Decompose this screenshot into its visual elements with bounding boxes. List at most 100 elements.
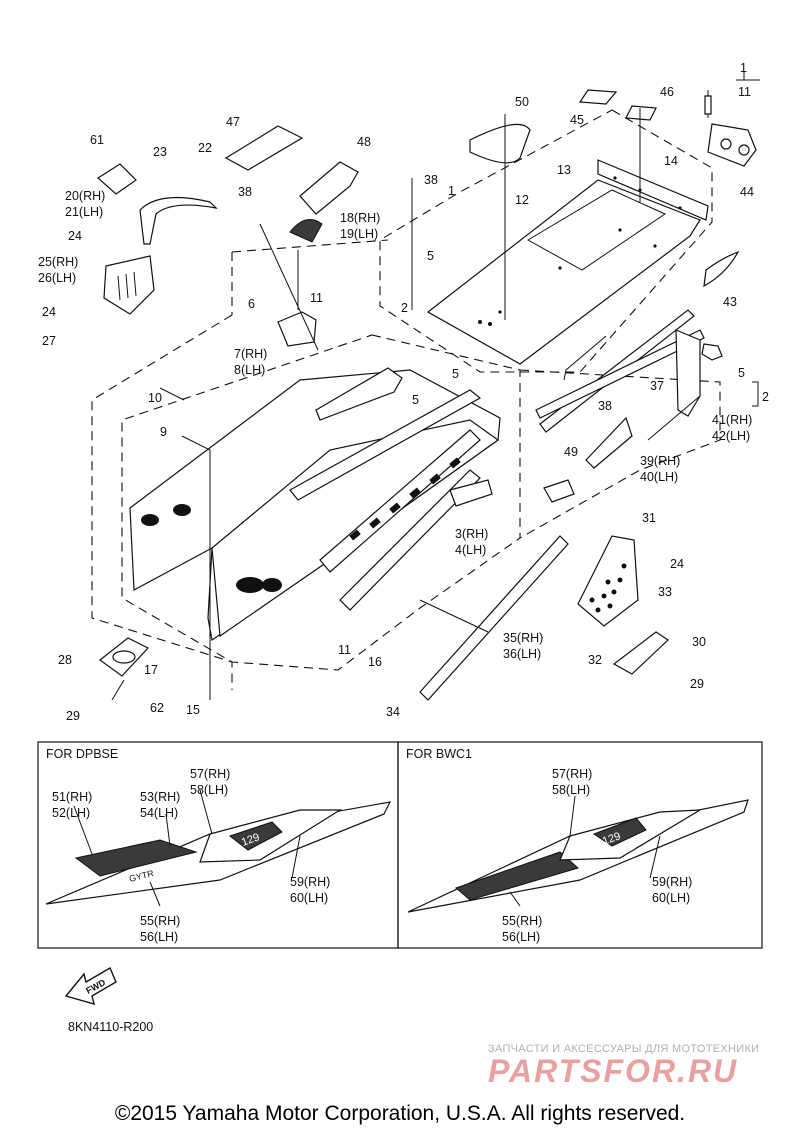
callout-labels: 1 11 44 46 45 50 47 48 61 23 22 20(RH) 2… <box>38 61 769 723</box>
callout: 13 <box>557 163 571 177</box>
grommet-28 <box>99 637 149 677</box>
callout: 19(LH) <box>340 227 378 241</box>
callout: 5 <box>452 367 459 381</box>
callout: 39(RH) <box>640 454 680 468</box>
callout: 17 <box>144 663 158 677</box>
callout: 53(RH) <box>140 790 180 804</box>
callout: 31 <box>642 511 656 525</box>
callout: 20(RH) <box>65 189 105 203</box>
callout: 56(LH) <box>140 930 178 944</box>
bracket-7-8 <box>277 311 317 347</box>
hood-18-19 <box>289 219 323 243</box>
callout: 7(RH) <box>234 347 267 361</box>
callout: 2 <box>762 390 769 404</box>
callout: 22 <box>198 141 212 155</box>
callout: 27 <box>42 334 56 348</box>
callout: 50 <box>515 95 529 109</box>
block-49 <box>543 479 575 503</box>
callout: 26(LH) <box>38 271 76 285</box>
callout: 52(LH) <box>52 806 90 820</box>
callout: 47 <box>226 115 240 129</box>
callout: 38 <box>238 185 252 199</box>
rod-35-36 <box>419 535 569 701</box>
callout: 1 <box>448 184 455 198</box>
callout: 10 <box>148 391 162 405</box>
callout: 1 <box>740 61 747 75</box>
callout: 55(RH) <box>140 914 180 928</box>
callout: 58(LH) <box>552 783 590 797</box>
panel-47 <box>224 125 304 171</box>
callout: 11 <box>338 643 351 657</box>
decal-number: 129 <box>601 830 622 848</box>
callout: 15 <box>186 703 200 717</box>
callout: 34 <box>386 705 400 719</box>
watermark-logo: PARTSFOR.RU <box>488 1054 738 1088</box>
cover-39-40 <box>585 416 633 469</box>
callout: 41(RH) <box>712 413 752 427</box>
callout: 45 <box>570 113 584 127</box>
rail-cover-41-42 <box>675 329 723 417</box>
callout: 23 <box>153 145 167 159</box>
callout: 36(LH) <box>503 647 541 661</box>
bracket-25-26 <box>103 255 155 315</box>
callout: 6 <box>248 297 255 311</box>
callout: 38 <box>424 173 438 187</box>
copyright-notice: ©2015 Yamaha Motor Corporation, U.S.A. A… <box>114 1102 686 1125</box>
callout: 46 <box>660 85 674 99</box>
callout: 38 <box>598 399 612 413</box>
callout: 32 <box>588 653 602 667</box>
callout: 60(LH) <box>290 891 328 905</box>
callout: 43 <box>723 295 737 309</box>
assembly-outline-2 <box>121 334 721 671</box>
decal-box-bwc1: FOR BWC1 129 57(RH) 58(LH) 59(RH) 60(LH)… <box>397 741 763 949</box>
callout: 60(LH) <box>652 891 690 905</box>
fwd-arrow-icon: FWD <box>64 966 117 1006</box>
callout: 29 <box>66 709 80 723</box>
plate-31 <box>577 535 639 627</box>
callout: 24 <box>68 229 82 243</box>
main-tunnel-frame <box>129 367 501 642</box>
callout: 57(RH) <box>190 767 230 781</box>
callout: 5 <box>412 393 419 407</box>
callout: 14 <box>664 154 678 168</box>
callout: 56(LH) <box>502 930 540 944</box>
callout: 55(RH) <box>502 914 542 928</box>
rear-bracket-44 <box>704 90 757 167</box>
callout: 24 <box>670 557 684 571</box>
callout: 48 <box>357 135 371 149</box>
callout: 24 <box>42 305 56 319</box>
callout: 21(LH) <box>65 205 103 219</box>
callout: 28 <box>58 653 72 667</box>
callout: 40(LH) <box>640 470 678 484</box>
decal-number: 129 <box>240 831 261 849</box>
callout: 4(LH) <box>455 543 486 557</box>
callout: 5 <box>427 249 434 263</box>
callout: 62 <box>150 701 164 715</box>
callout: 9 <box>160 425 167 439</box>
callout: 3(RH) <box>455 527 488 541</box>
side-rail-37 <box>535 309 705 433</box>
assembly-outline-1 <box>91 109 713 690</box>
callout: 59(RH) <box>290 875 330 889</box>
callout: 11 <box>738 85 751 99</box>
callout: 11 <box>310 291 323 305</box>
callout: 16 <box>368 655 382 669</box>
callout: 44 <box>740 185 754 199</box>
decal-box-dpbse: FOR DPBSE 129 GYTR 51(RH) 52(LH) 53(RH) … <box>37 741 399 949</box>
panel-48 <box>299 161 359 215</box>
cover-61 <box>97 163 137 195</box>
callout: 2 <box>401 301 408 315</box>
callout: 42(LH) <box>712 429 750 443</box>
step-30 <box>612 631 669 675</box>
callout: 30 <box>692 635 706 649</box>
grouping-brackets <box>736 72 760 407</box>
drawing-code: 8KN4110-R200 <box>68 1020 154 1034</box>
callout: 18(RH) <box>340 211 380 225</box>
leader-lines <box>111 108 701 701</box>
front-bracket-20-21 <box>139 196 218 245</box>
callout: 29 <box>690 677 704 691</box>
callout: 12 <box>515 193 529 207</box>
callout: 25(RH) <box>38 255 78 269</box>
watermark-logo-text: PARTSFOR.RU <box>488 1054 738 1088</box>
